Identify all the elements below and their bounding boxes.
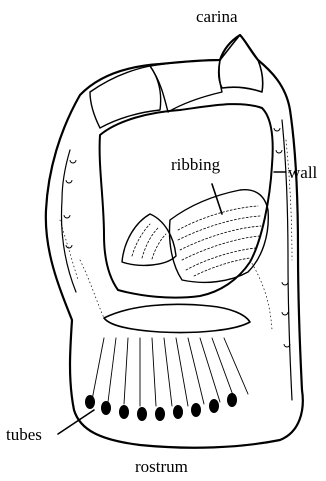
inner-aperture	[100, 104, 273, 298]
label-ribbing: ribbing	[171, 156, 220, 173]
carina-plate	[219, 35, 263, 92]
wall-inner-line-left	[62, 150, 76, 292]
ribbing-pointer	[212, 184, 222, 214]
tubes-holes	[85, 393, 237, 421]
basal-opening	[104, 304, 250, 332]
dome-lines	[132, 224, 166, 259]
opercular-dome	[122, 214, 176, 265]
rostrum-radial-lines	[92, 338, 248, 406]
label-wall: wall	[288, 164, 317, 181]
upper-plate-left	[90, 66, 161, 128]
label-carina: carina	[196, 8, 238, 25]
outer-wall-outline	[46, 35, 303, 448]
wall-inner-line-right	[282, 120, 292, 400]
label-rostrum: rostrum	[135, 458, 188, 475]
label-tubes: tubes	[6, 426, 42, 443]
